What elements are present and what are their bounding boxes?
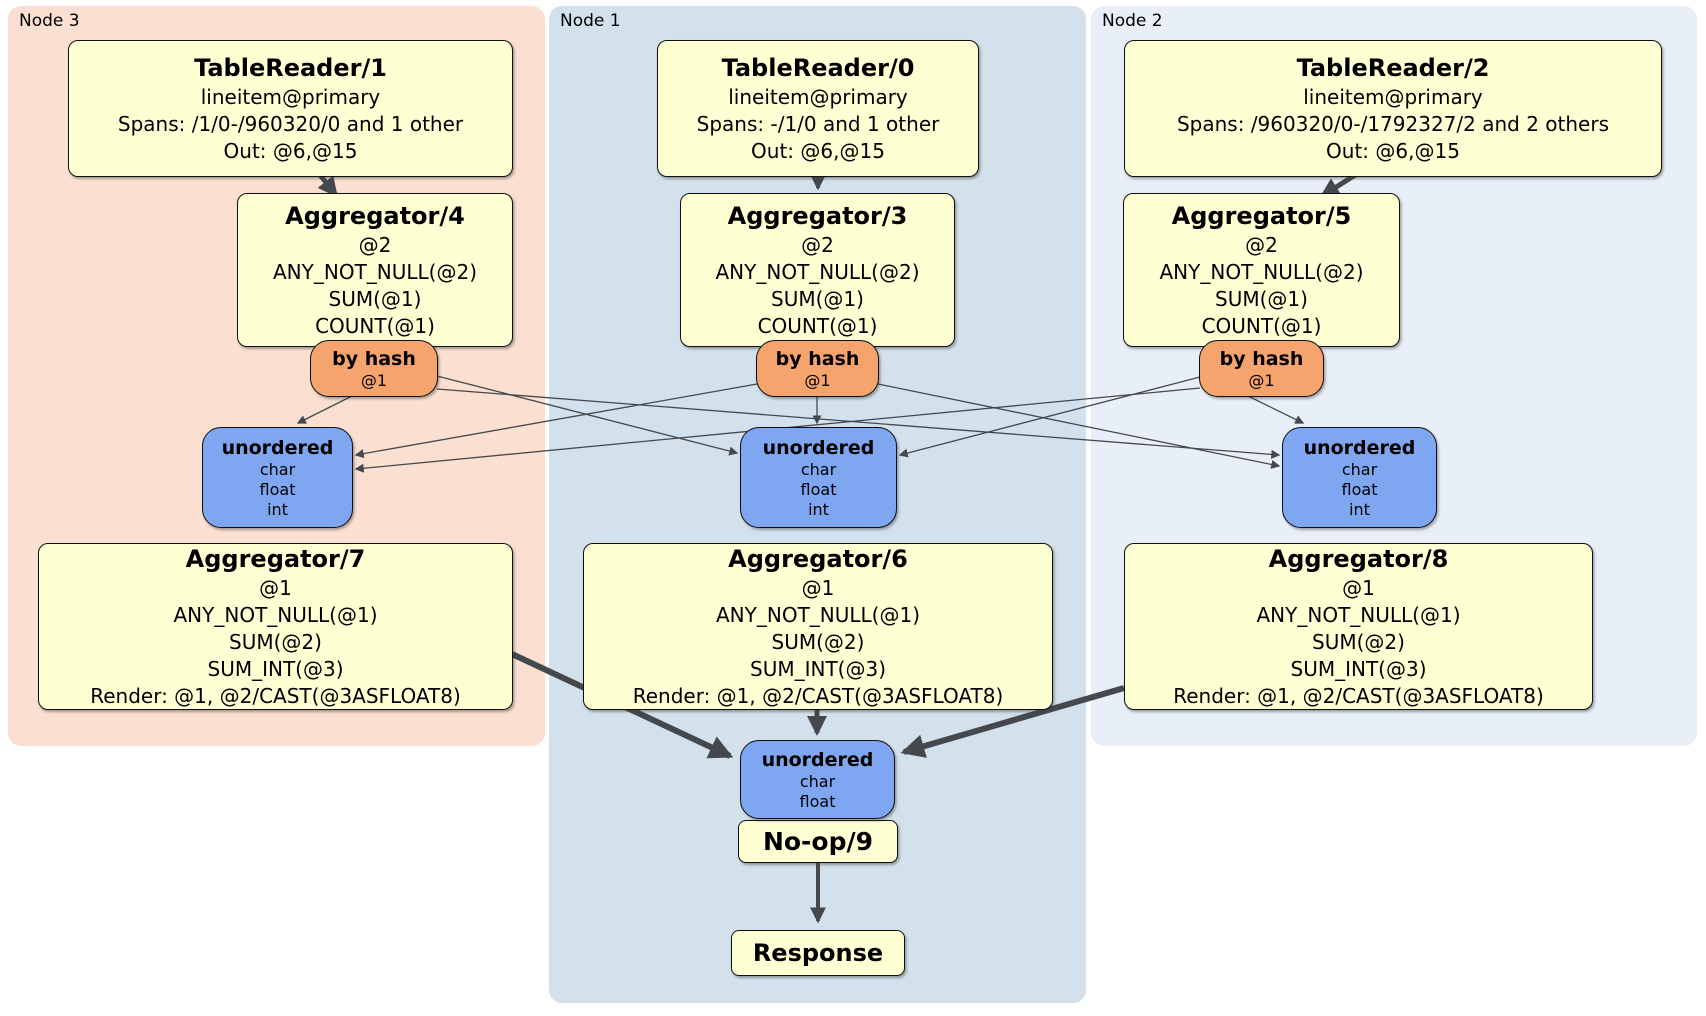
unordered-node3-title: unordered (221, 436, 334, 459)
edge-byhash2-unordered2 (1247, 395, 1305, 424)
byhash-router-node1: by hash @1 (756, 340, 879, 397)
tablereader-2-out: Out: @6,@15 (1326, 138, 1460, 163)
aggregator-6-render: Render: @1, @2/CAST(@3ASFLOAT8) (632, 683, 1004, 708)
tablereader-2-spans: Spans: /960320/0-/1792327/2 and 2 others (1176, 111, 1609, 136)
tablereader-0-box: TableReader/0 lineitem@primary Spans: -/… (657, 40, 979, 177)
unordered-sync-final: unordered char float (740, 740, 895, 819)
aggregator-8-fn1: ANY_NOT_NULL(@1) (1256, 602, 1461, 627)
aggregator-6-group: @1 (801, 575, 835, 600)
noop-9-title: No-op/9 (762, 827, 874, 856)
tablereader-2-box: TableReader/2 lineitem@primary Spans: /9… (1124, 40, 1662, 177)
byhash-node3-key: @1 (360, 370, 388, 390)
node1-label: Node 1 (560, 11, 621, 31)
aggregator-3-title: Aggregator/3 (727, 201, 908, 230)
node3-label: Node 3 (19, 11, 80, 31)
unordered-node3-col2: float (259, 479, 296, 499)
unordered-final-title: unordered (761, 748, 874, 771)
aggregator-6-fn2: SUM(@2) (771, 629, 865, 654)
aggregator-8-title: Aggregator/8 (1268, 544, 1449, 573)
aggregator-5-box: Aggregator/5 @2 ANY_NOT_NULL(@2) SUM(@1)… (1123, 193, 1400, 347)
aggregator-7-group: @1 (259, 575, 292, 600)
tablereader-1-spans: Spans: /1/0-/960320/0 and 1 other (117, 111, 464, 136)
aggregator-6-title: Aggregator/6 (728, 544, 908, 573)
tablereader-1-out: Out: @6,@15 (223, 138, 358, 163)
edge-byhash2-unordered1 (898, 376, 1201, 458)
aggregator-7-fn2: SUM(@2) (229, 629, 322, 654)
unordered-final-col2: float (799, 791, 836, 811)
byhash-router-node3: by hash @1 (310, 340, 438, 397)
aggregator-3-fn2: SUM(@1) (771, 286, 864, 311)
unordered-node2-col3: int (1349, 499, 1370, 519)
unordered-sync-node3: unordered char float int (202, 427, 353, 528)
aggregator-5-fn2: SUM(@1) (1215, 286, 1308, 311)
tablereader-0-spans: Spans: -/1/0 and 1 other (696, 111, 940, 136)
aggregator-5-group: @2 (1245, 232, 1278, 257)
byhash-node2-title: by hash (1219, 347, 1304, 370)
aggregator-5-fn1: ANY_NOT_NULL(@2) (1159, 259, 1364, 284)
edge-byhash3-unordered2 (436, 388, 1281, 459)
aggregator-6-box: Aggregator/6 @1 ANY_NOT_NULL(@1) SUM(@2)… (583, 543, 1053, 710)
tablereader-2-title: TableReader/2 (1296, 53, 1490, 82)
aggregator-7-render: Render: @1, @2/CAST(@3ASFLOAT8) (90, 683, 461, 708)
unordered-node2-col2: float (1341, 479, 1378, 499)
byhash-router-node2: by hash @1 (1199, 340, 1324, 397)
unordered-node1-col2: float (800, 479, 837, 499)
edge-byhash1-unordered2 (877, 383, 1281, 469)
tablereader-1-box: TableReader/1 lineitem@primary Spans: /1… (68, 40, 513, 177)
byhash-node3-title: by hash (332, 347, 416, 370)
aggregator-8-group: @1 (1342, 575, 1375, 600)
aggregator-3-fn1: ANY_NOT_NULL(@2) (715, 259, 920, 284)
unordered-sync-node1: unordered char float int (740, 427, 897, 528)
unordered-node1-col3: int (808, 499, 829, 519)
noop-9-box: No-op/9 (738, 820, 898, 863)
unordered-node1-col1: char (800, 459, 837, 479)
byhash-node1-title: by hash (775, 347, 860, 370)
byhash-node1-key: @1 (804, 370, 831, 390)
edge-aggregator8-final-unordered (900, 685, 1125, 758)
tablereader-0-index: lineitem@primary (728, 84, 908, 109)
aggregator-7-fn3: SUM_INT(@3) (207, 656, 344, 681)
edge-byhash1-unordered3 (354, 383, 758, 459)
aggregator-8-box: Aggregator/8 @1 ANY_NOT_NULL(@1) SUM(@2)… (1124, 543, 1593, 710)
aggregator-5-title: Aggregator/5 (1171, 201, 1352, 230)
aggregator-7-title: Aggregator/7 (185, 544, 366, 573)
unordered-node3-col3: int (267, 499, 288, 519)
response-title: Response (752, 938, 884, 967)
aggregator-6-fn3: SUM_INT(@3) (750, 656, 886, 681)
unordered-node2-col1: char (1341, 459, 1378, 479)
unordered-sync-node2: unordered char float int (1282, 427, 1437, 528)
node2-label: Node 2 (1102, 11, 1163, 31)
aggregator-5-fn3: COUNT(@1) (1201, 313, 1322, 338)
aggregator-8-fn3: SUM_INT(@3) (1290, 656, 1427, 681)
aggregator-7-fn1: ANY_NOT_NULL(@1) (173, 602, 378, 627)
tablereader-0-out: Out: @6,@15 (751, 138, 885, 163)
unordered-final-col1: char (799, 771, 836, 791)
tablereader-1-title: TableReader/1 (194, 53, 387, 82)
tablereader-0-title: TableReader/0 (721, 53, 915, 82)
aggregator-4-title: Aggregator/4 (285, 201, 465, 230)
tablereader-2-index: lineitem@primary (1303, 84, 1483, 109)
aggregator-4-group: @2 (358, 232, 392, 257)
aggregator-8-fn2: SUM(@2) (1312, 629, 1405, 654)
aggregator-3-fn3: COUNT(@1) (757, 313, 878, 338)
aggregator-7-box: Aggregator/7 @1 ANY_NOT_NULL(@1) SUM(@2)… (38, 543, 513, 710)
unordered-node2-title: unordered (1303, 436, 1416, 459)
response-box: Response (731, 930, 905, 976)
aggregator-6-fn1: ANY_NOT_NULL(@1) (716, 602, 920, 627)
edge-byhash3-unordered3 (296, 395, 353, 424)
aggregator-4-box: Aggregator/4 @2 ANY_NOT_NULL(@2) SUM(@1)… (237, 193, 513, 347)
unordered-node3-col1: char (259, 459, 296, 479)
aggregator-4-fn3: COUNT(@1) (315, 313, 435, 338)
aggregator-4-fn2: SUM(@1) (328, 286, 422, 311)
unordered-node1-title: unordered (762, 436, 875, 459)
aggregator-3-box: Aggregator/3 @2 ANY_NOT_NULL(@2) SUM(@1)… (680, 193, 955, 347)
aggregator-4-fn1: ANY_NOT_NULL(@2) (273, 259, 477, 284)
tablereader-1-index: lineitem@primary (200, 84, 381, 109)
aggregator-8-render: Render: @1, @2/CAST(@3ASFLOAT8) (1173, 683, 1544, 708)
aggregator-3-group: @2 (801, 232, 834, 257)
byhash-node2-key: @1 (1248, 370, 1275, 390)
